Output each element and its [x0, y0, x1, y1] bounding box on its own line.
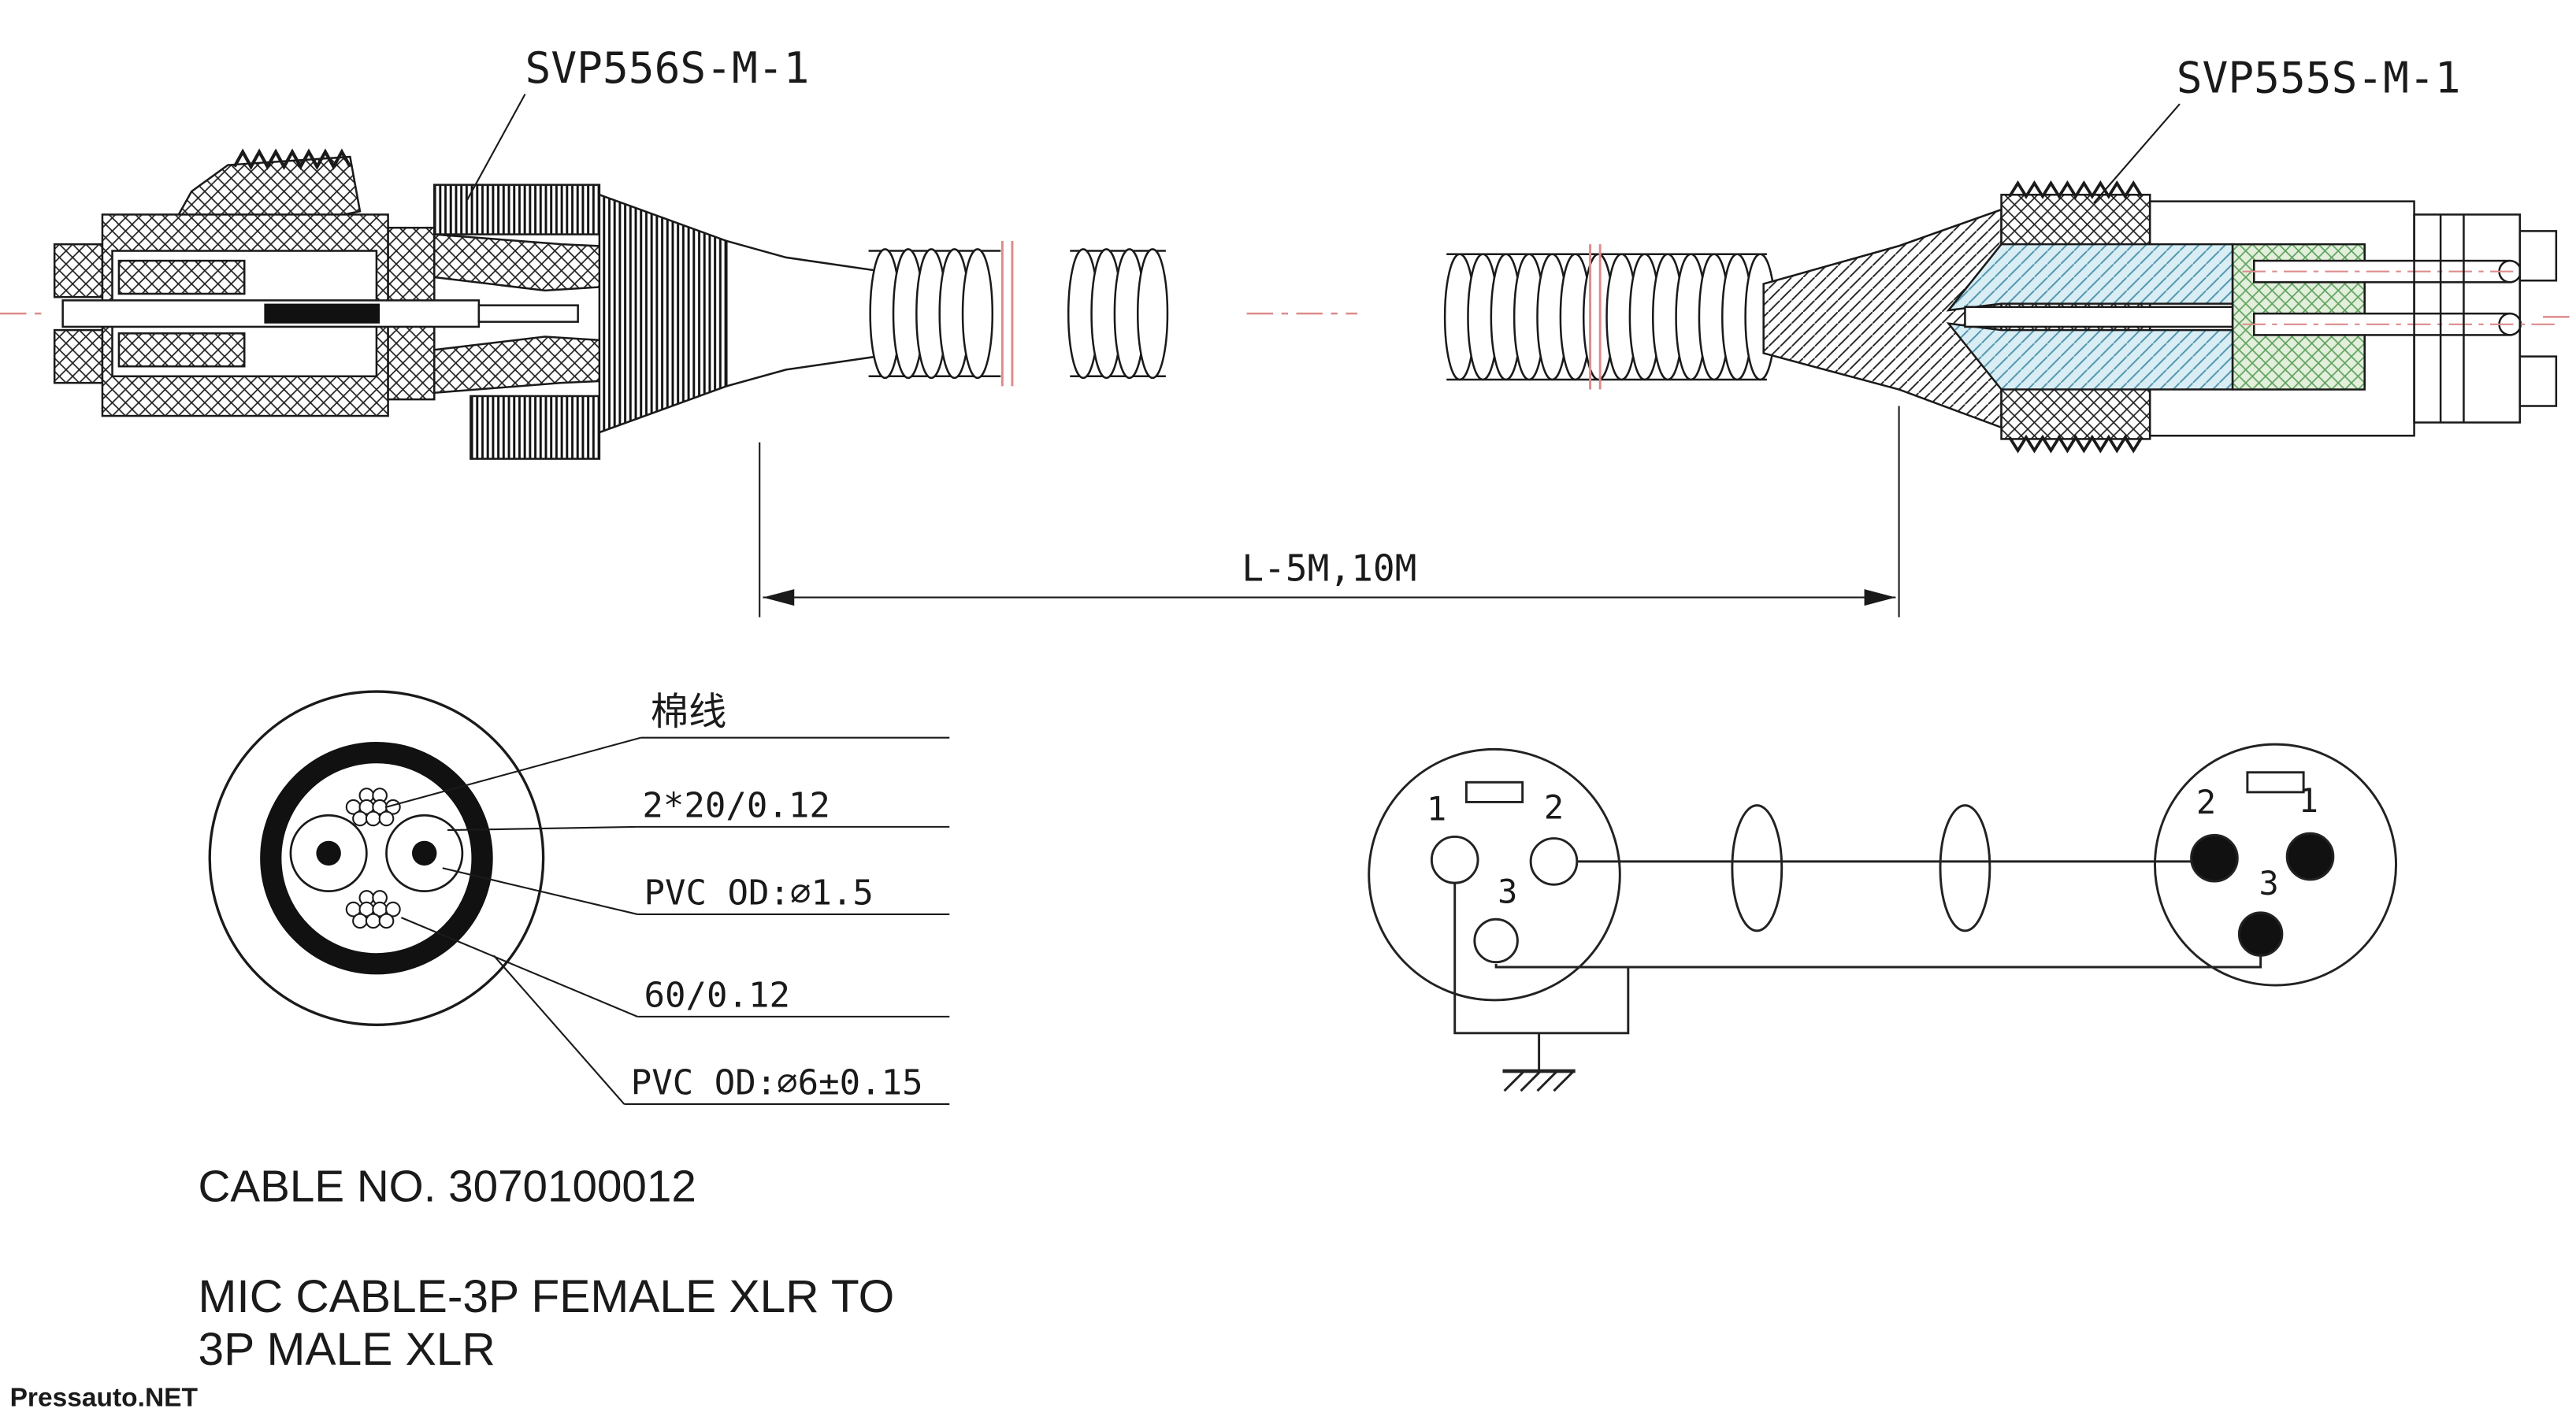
watermark-text: Pressauto.NET [10, 1383, 199, 1412]
pin-centerlines-red [2242, 270, 2556, 325]
right-collet-cyan-top [1946, 243, 2234, 312]
right-ring-knurl-bottom [2008, 434, 2144, 454]
cable-sleeve-1 [1731, 804, 1784, 932]
right-end-rim-bottom [2518, 355, 2558, 407]
right-center-channel [1964, 306, 2234, 328]
shield-ring [260, 741, 493, 975]
left-pin3-circle [1473, 917, 1519, 964]
cross-section-label-conductor: 2*20/0.12 [642, 785, 830, 825]
left-cable-break-marks [1000, 240, 1014, 387]
xlr-face-left [1368, 747, 1621, 1002]
cross-section-label-filler: 60/0.12 [644, 975, 790, 1015]
right-pin2-circle [2190, 833, 2239, 883]
right-connector-drawing [1443, 103, 2558, 454]
cross-section-label-cotton: 棉线 [651, 690, 726, 734]
callout-leader-lines [386, 736, 950, 1105]
xlr-face-left-latch [1464, 780, 1524, 803]
left-insert-bottom [117, 332, 246, 368]
cable-number-text: CABLE NO. 3070100012 [199, 1162, 696, 1211]
conductor-right [385, 814, 464, 892]
right-label-leader [2093, 103, 2181, 204]
right-cable-coil [1443, 253, 1776, 381]
right-ring-knurl-top [2008, 180, 2144, 199]
right-front-barrel [2413, 213, 2521, 424]
right-collet-cyan-bottom [1946, 322, 2234, 391]
length-dimension [759, 406, 1900, 617]
right-end-rim-top [2518, 230, 2558, 282]
left-chuck-cone [598, 193, 728, 434]
right-pin1-circle [2285, 832, 2335, 881]
left-strain-relief-boot [726, 239, 878, 388]
cable-description-line1: MIC CABLE-3P FEMALE XLR TO [199, 1271, 895, 1322]
left-knurl-block-bottom [470, 395, 601, 460]
schematic-left-pin3-label: 3 [1498, 872, 1517, 910]
left-contact-tip [477, 304, 579, 323]
schematic-right-pin2-label: 2 [2196, 783, 2216, 821]
cross-section-label-jacket: PVC OD:∅6±0.15 [631, 1062, 923, 1103]
schematic-right-pin1-label: 1 [2299, 781, 2318, 820]
left-label-leader [466, 93, 526, 201]
dimension-arrow-left [763, 589, 795, 606]
jacket-outer-circle [208, 690, 545, 1027]
filler-bundle-top [345, 788, 401, 827]
dimension-arrow-right [1864, 589, 1896, 606]
xlr-face-right [2154, 743, 2397, 987]
right-pin3-circle [2237, 911, 2284, 957]
ground-symbol [1502, 1032, 1576, 1092]
schematic-left-pin1-label: 1 [1427, 790, 1446, 828]
right-cable-break-marks [1589, 244, 1602, 390]
left-contact-band [264, 303, 380, 324]
left-connector-label: SVP556S-M-1 [525, 43, 810, 93]
wire-pin1-to-ground [1453, 883, 1630, 1035]
notes-block: CABLE NO. 3070100012 MIC CABLE-3P FEMALE… [199, 1162, 895, 1375]
left-connector-drawing [53, 93, 1169, 460]
left-latch-knurl [232, 148, 352, 170]
filler-bundle-bottom [345, 890, 401, 929]
left-pin1-circle [1430, 835, 1479, 884]
red-centerlines [0, 312, 2576, 318]
conductor-left [289, 814, 368, 892]
left-insert-top [117, 259, 246, 295]
xlr-face-right-latch [2246, 771, 2305, 794]
wire-pin3-to-pin3 [1494, 954, 2262, 969]
schematic-left-pin2-label: 2 [1544, 788, 1564, 826]
right-connector-label: SVP555S-M-1 [2177, 52, 2461, 102]
cable-sleeve-2 [1939, 804, 1991, 932]
left-cable-coil [868, 248, 1169, 380]
left-knurl-block-top [433, 183, 601, 235]
schematic-right-pin3-label: 3 [2259, 864, 2278, 903]
pin-wiring-schematic [1368, 743, 2397, 1092]
cable-cross-section-detail [208, 690, 950, 1105]
left-rear-cap-bottom [53, 328, 104, 384]
cable-description-line2: 3P MALE XLR [199, 1324, 496, 1375]
cross-section-label-insulation: PVC OD:∅1.5 [644, 873, 874, 913]
left-pin2-circle [1529, 837, 1579, 886]
length-dimension-label: L-5M,10M [1242, 547, 1416, 590]
left-rear-cap-top [53, 243, 104, 298]
